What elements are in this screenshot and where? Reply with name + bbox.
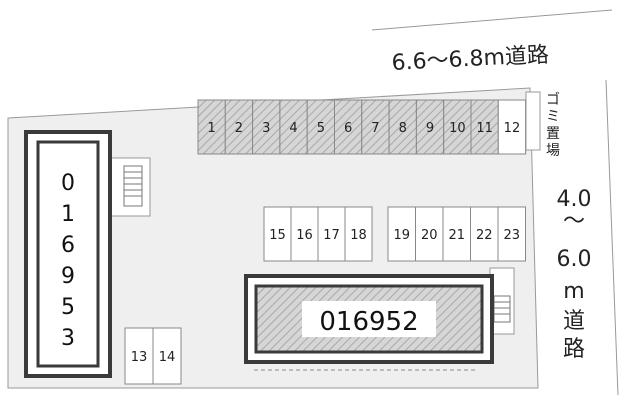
garbage-label-char: ミ [546,109,560,125]
parking-stall: 11 [470,99,499,155]
parking-stall-number: 12 [504,121,521,136]
parking-stall-box [152,327,182,385]
building-west-label-char: 9 [61,264,75,289]
parking-stall-number: 13 [131,350,148,365]
west-stairs-icon [123,165,143,207]
north-road-label: 6.6〜6.8m道路 [391,43,549,76]
parking-stall-box [497,206,526,262]
parking-mid-right: 19 20 21 22 23 [387,206,526,262]
parking-stall: 16 [290,206,319,262]
parking-stall-box [361,99,390,155]
garbage-label-char: ゴ [546,91,560,108]
parking-stall: 1 [197,99,226,155]
parking-stall: 7 [361,99,390,155]
building-west-label-char: 1 [61,202,75,227]
building-west-label-char: 3 [61,326,75,351]
parking-stall-number: 10 [449,121,466,136]
east-road-label: 4.0〜 6.0 m道路 [557,187,592,362]
parking-stall: 20 [415,206,444,262]
building-center-label: 016952 [319,307,418,337]
parking-stall-number: 9 [426,121,434,136]
parking-stall: 23 [497,206,526,262]
east-road-label-char: 〜 [563,209,585,234]
garbage-label-char: 置 [546,126,560,142]
building-west-label-char: 5 [61,295,75,320]
east-road-label-char: 6.0 [557,247,592,272]
parking-stall-box [306,99,336,155]
parking-stall-number: 16 [296,228,313,243]
north-road-edge [371,9,613,31]
building-west-label-char: 6 [61,233,75,258]
parking-stall-number: 14 [159,350,176,365]
parking-stall: 6 [334,99,363,155]
parking-stall: 18 [344,206,373,262]
parking-stall-number: 5 [317,121,325,136]
parking-stall-number: 6 [344,121,352,136]
parking-stall-number: 23 [503,228,520,243]
parking-stall: 13 [124,327,154,385]
east-road-label-char: 道 [563,309,585,334]
center-stairs-icon [493,295,511,323]
parking-stall-number: 15 [269,228,286,243]
building-west-label: 0 1 6 9 5 3 [61,171,75,351]
parking-stall-number: 22 [476,228,493,243]
garbage-label-char: 場 [546,143,560,159]
parking-stall-box [279,99,308,155]
east-road-label-char: 路 [563,337,585,362]
parking-stall-number: 20 [421,228,438,243]
parking-stall-box [317,206,346,262]
building-west: 0 1 6 9 5 3 [24,130,112,378]
parking-stall-box [470,206,499,262]
parking-stall: 17 [317,206,346,262]
parking-stall-number: 11 [476,121,493,136]
parking-stall: 3 [252,99,281,155]
parking-stall-number: 19 [393,228,410,243]
parking-stall: 21 [442,206,471,262]
parking-stall: 12 [497,99,527,155]
parking-stall-box [443,99,472,155]
east-road-edge [605,79,619,396]
parking-stall-number: 3 [262,121,270,136]
parking-stall-box [252,99,281,155]
parking-stall: 5 [306,99,336,155]
parking-stall-number: 7 [371,121,379,136]
parking-stall: 10 [443,99,472,155]
parking-stall-number: 18 [350,228,367,243]
parking-stall: 19 [387,206,416,262]
parking-stall: 8 [388,99,417,155]
parking-stall-number: 17 [323,228,340,243]
east-road-label-char: m [563,279,584,304]
parking-stall: 9 [415,99,445,155]
parking-stall-box [334,99,363,155]
parking-stall: 2 [224,99,254,155]
parking-stall-number: 1 [208,121,216,136]
building-center: 016952 [244,274,494,364]
parking-stall: 22 [470,206,499,262]
parking-stall-box [415,206,444,262]
east-road-label-char: 4.0 [557,187,592,212]
parking-stall-number: 4 [289,121,297,136]
parking-stall-box [124,327,154,385]
parking-stall-box [344,206,373,262]
parking-stall-number: 21 [448,228,465,243]
parking-stall-number: 2 [235,121,243,136]
parking-stall-box [224,99,254,155]
parking-southwest: 13 14 [124,327,182,385]
parking-stall-box [387,206,416,262]
parking-stall-box [497,99,527,155]
garbage-area [525,91,541,151]
parking-stall-number: 8 [399,121,407,136]
parking-stall: 14 [152,327,182,385]
building-west-label-char: 0 [61,171,75,196]
parking-mid-left: 15 16 17 18 [263,206,373,262]
parking-stall: 4 [279,99,308,155]
parking-stall-box [290,206,319,262]
parking-stall: 15 [263,206,292,262]
